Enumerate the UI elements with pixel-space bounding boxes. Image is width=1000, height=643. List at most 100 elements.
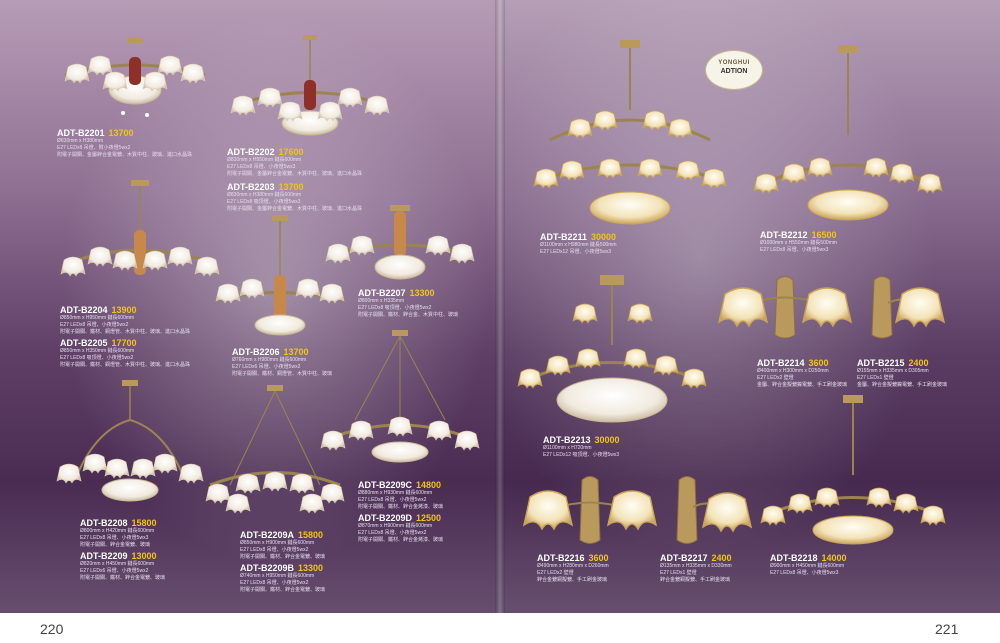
product-price: 13000 [131, 551, 157, 561]
product-spec: 附電子開關、鐵材、銅燈管、木質中柱、玻璃 [232, 371, 333, 377]
product-code-text: ADT-B2218 [770, 553, 818, 563]
product-spec: Ø740mm x H950mm 鏈長600mm [240, 573, 315, 579]
product-price: 30000 [591, 232, 617, 242]
product-code-text: ADT-B2205 [60, 338, 108, 348]
product-code-text: ADT-B2209A [240, 530, 295, 540]
lamp-b2204-image [60, 180, 220, 277]
page-number-right: 221 [935, 621, 959, 637]
product-spec: 鋅合金鍍銅擬鍍、手工刷金玻璃 [537, 577, 608, 583]
product-spec: Ø850mm x H900mm 鏈長600mm [240, 540, 315, 546]
product-spec: Ø155mm x H335mm x D305mm [857, 368, 929, 374]
lamp-b2202-image [230, 35, 390, 136]
product-spec: E27 LEDx1 壁燈 [857, 375, 894, 381]
product-spec: E27 LEDx1 壁燈 [660, 570, 697, 576]
product-code-text: ADT-B2213 [543, 435, 591, 445]
product-spec: 附電子開關、鐵材、鋅合金電鍍、玻璃 [240, 554, 326, 560]
product-price: 2400 [711, 553, 732, 563]
lamp-b2209c-image [320, 330, 480, 463]
product-price: 14800 [416, 480, 442, 490]
product-price: 13900 [111, 305, 137, 315]
product-code-text: ADT-B2212 [760, 230, 808, 240]
product-code-text: ADT-B2209B [240, 563, 295, 573]
product-code-text: ADT-B2206 [232, 347, 280, 357]
product-spec: 附電子開關、鐵材、鋅合金烤漆、玻璃 [358, 537, 444, 543]
brand-logo: YONGHUI ADTION [705, 50, 763, 90]
product-spec: E27 LEDx8 吊燈、小夜燈5wx2 [240, 547, 309, 553]
product-spec: 附電子開關、鐵材、鋅合金電鍍、玻璃 [240, 587, 326, 593]
product-code-text: ADT-B2209 [80, 551, 128, 561]
lamp-b2216-image [523, 476, 657, 544]
product-code-text: ADT-B2209C [358, 480, 413, 490]
product-price: 13300 [409, 288, 435, 298]
lamp-b2206-image [214, 215, 346, 336]
product-spec: 附電子開關、鐵材、鋅合金電鍍、玻璃 [80, 575, 166, 581]
product-spec: E27 LEDx8 吊燈、小夜燈5wx2 [60, 322, 129, 328]
lamp-b2201-image [64, 37, 206, 117]
product-code-text: ADT-B2211 [540, 232, 588, 242]
product-price: 13700 [108, 128, 134, 138]
product-code-text: ADT-B2207 [358, 288, 406, 298]
product-spec: E27 LEDx8 吸頂燈、小夜燈5wx3 [227, 199, 301, 205]
page-number-left: 220 [40, 621, 64, 637]
product-spec: 附電子開關、鋅合金電鍍、玻璃 [80, 542, 151, 548]
lamp-b2212-image [753, 45, 943, 221]
product-code-text: ADT-B2204 [60, 305, 108, 315]
product-spec: E27 LEDx8 吊燈、小夜燈5wx2 [358, 497, 427, 503]
product-spec: Ø800mm x H335mm [358, 298, 405, 304]
product-spec: E27 LEDx2 壁燈 [757, 375, 794, 381]
product-code-text: ADT-B2217 [660, 553, 708, 563]
product-spec: E27 LEDx6 吊燈、小夜燈5wx2 [232, 364, 301, 370]
product-spec: E27 LEDx8 吊燈、小夜燈5wx3 [227, 164, 296, 170]
product-price: 13700 [283, 347, 309, 357]
product-price: 15800 [131, 518, 157, 528]
product-spec: E27 LEDx8 吊燈、小夜燈5wx2 [240, 580, 309, 586]
product-spec: Ø880mm x H930mm 鏈長600mm [358, 490, 433, 496]
product-price: 15800 [298, 530, 324, 540]
product-spec: Ø830mm x H380mm [57, 138, 104, 144]
product-spec: 附電子開關、鐵材、銅燈管、木質中柱、玻璃、進口水晶珠 [60, 329, 191, 335]
product-spec: E27 LEDx8 吊燈、小夜燈5wx3 [80, 535, 149, 541]
lamp-b2209a-image [205, 385, 345, 514]
product-spec: E27 LEDx2 壁燈 [537, 570, 574, 576]
product-price: 2400 [908, 358, 929, 368]
product-spec: Ø400mm x H300mm x D250mm [757, 368, 829, 374]
product-price: 13700 [278, 182, 304, 192]
lamp-b2214-image [718, 276, 852, 339]
product-spec: Ø1100mm x H720mm [543, 445, 592, 451]
product-spec: Ø850mm x H950mm 鏈長600mm [60, 315, 135, 321]
product-price: 12500 [416, 513, 442, 523]
product-spec: 鋅合金鍍銅擬鍍、手工刷金玻璃 [660, 577, 731, 583]
product-spec: Ø830mm x H380mm 鏈長600mm [227, 192, 302, 198]
lamp-b2211-image [533, 40, 727, 225]
page-spine [495, 0, 505, 643]
product-spec: Ø850mm x H350mm 鏈長600mm [60, 348, 135, 354]
product-spec: Ø820mm x H450mm 鏈長600mm [80, 561, 155, 567]
product-price: 13300 [298, 563, 324, 573]
product-price: 3600 [808, 358, 829, 368]
product-spec: E27 LEDx6 吊燈、小夜燈5wx2 [80, 568, 149, 574]
product-spec: E27 LEDx12 吸頂燈、小夜燈5wx3 [543, 452, 620, 458]
product-price: 16500 [811, 230, 837, 240]
